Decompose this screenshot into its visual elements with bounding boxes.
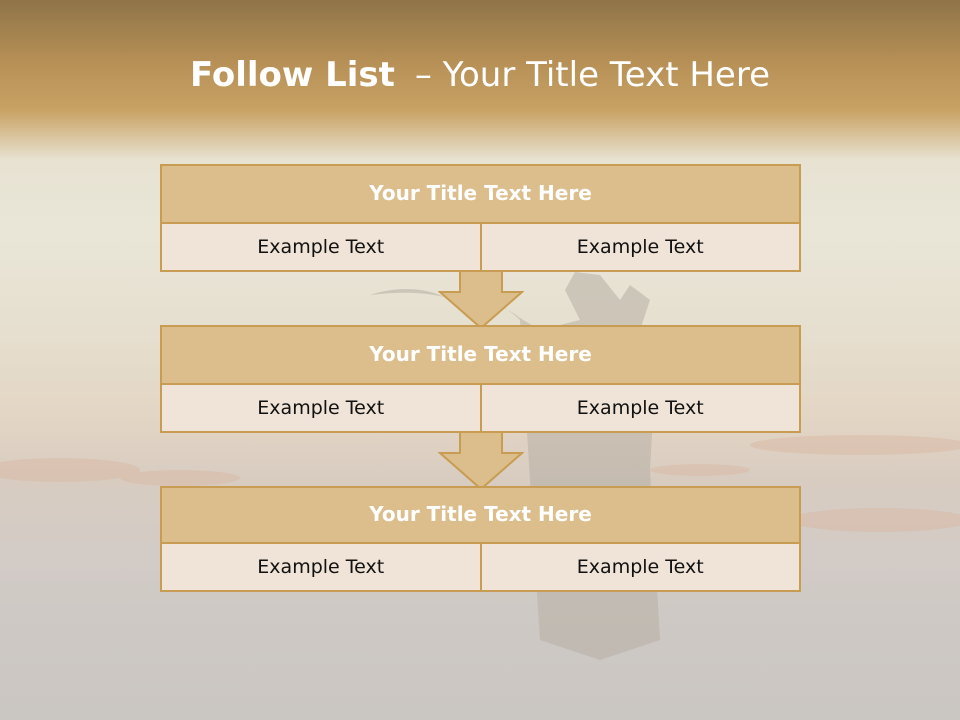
slide-title: Follow List – Your Title Text Here <box>0 52 960 98</box>
background-clouds <box>0 435 960 532</box>
block-header: Your Title Text Here <box>162 488 799 544</box>
block-cell-left: Example Text <box>162 224 482 270</box>
slide-title-bold: Follow List <box>189 55 395 95</box>
block-header: Your Title Text Here <box>162 166 799 224</box>
block-cell-right: Example Text <box>576 397 704 419</box>
down-arrow-icon <box>438 431 524 491</box>
block-cell-right: Example Text <box>576 556 704 578</box>
block-header: Your Title Text Here <box>162 327 799 385</box>
follow-block-1: Your Title Text Here Example Text Exampl… <box>160 164 801 272</box>
follow-block-3: Your Title Text Here Example Text Exampl… <box>160 486 801 592</box>
follow-block-2: Your Title Text Here Example Text Exampl… <box>160 325 801 433</box>
block-cell-right: Example Text <box>576 236 704 258</box>
block-cell-left: Example Text <box>162 385 482 431</box>
down-arrow-icon <box>438 270 524 330</box>
slide-title-rest: – Your Title Text Here <box>414 55 770 95</box>
block-cell-left: Example Text <box>162 544 482 590</box>
